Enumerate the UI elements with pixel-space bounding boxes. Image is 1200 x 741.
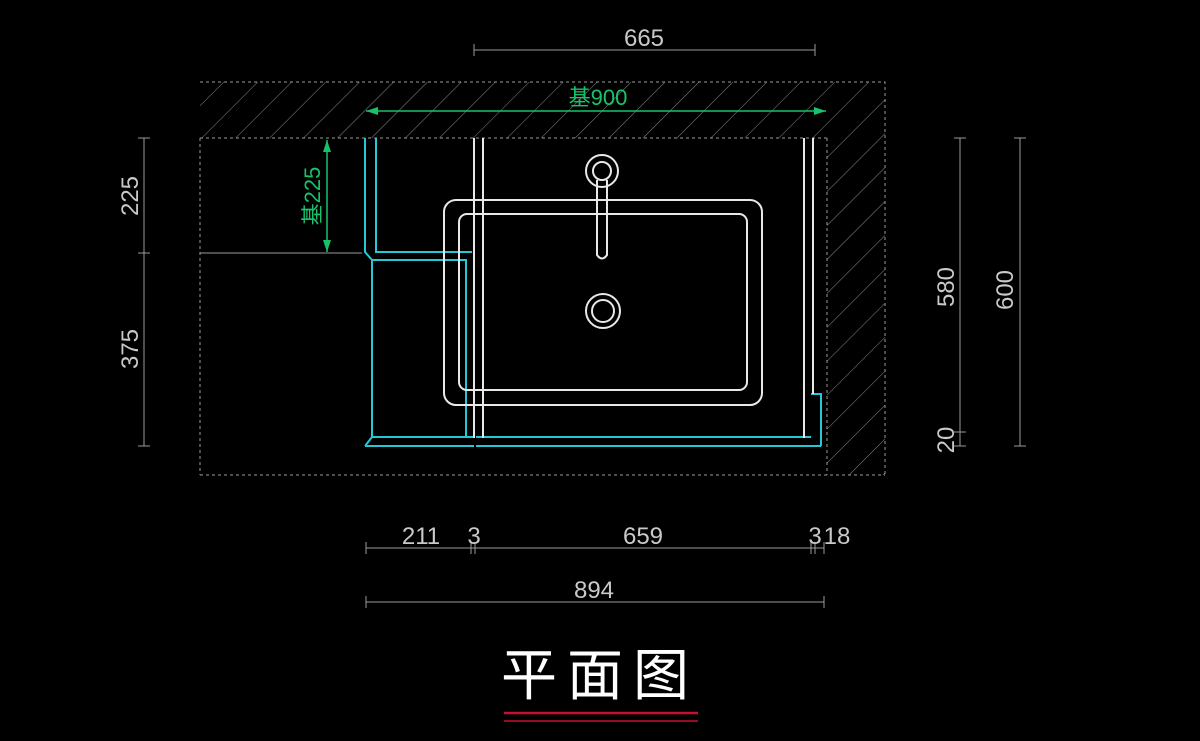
dimension-label: 659 xyxy=(623,523,663,550)
faucet-icon xyxy=(585,154,619,260)
wall-hatch xyxy=(200,81,886,475)
basin xyxy=(443,138,814,438)
room-outline xyxy=(199,137,885,476)
dimension-label: 20 xyxy=(933,427,960,454)
dimension-label: 600 xyxy=(992,270,1019,310)
drawing-title: 平面图 xyxy=(501,644,699,722)
dimension-label: 18 xyxy=(824,523,851,550)
dimension-label: 基225 xyxy=(300,167,325,226)
page-title: 平面图 xyxy=(501,644,699,709)
dimension-label: 基900 xyxy=(569,85,628,110)
dimension-label: 665 xyxy=(624,25,664,52)
cabinet-outline xyxy=(364,138,822,447)
dimension-right: 580 20 600 xyxy=(933,137,1026,454)
dimension-bottom-total: 894 xyxy=(365,577,825,608)
dimension-label: 894 xyxy=(574,577,614,604)
dimension-label: 580 xyxy=(933,267,960,307)
dimension-base-width: 基900 xyxy=(366,85,826,115)
dimension-inner-height: 基225 xyxy=(300,140,331,252)
dimension-label: 375 xyxy=(117,329,144,369)
dimension-left: 225 375 xyxy=(117,137,150,447)
dimension-label: 3 xyxy=(808,523,821,550)
drain-icon xyxy=(585,293,621,329)
dimension-label: 211 xyxy=(402,523,440,550)
dimension-bottom-segments: 211 3 659 3 18 xyxy=(365,523,851,554)
dimension-label: 225 xyxy=(117,176,144,216)
dimension-top-width: 665 xyxy=(473,25,816,56)
dimension-label: 3 xyxy=(467,523,480,550)
